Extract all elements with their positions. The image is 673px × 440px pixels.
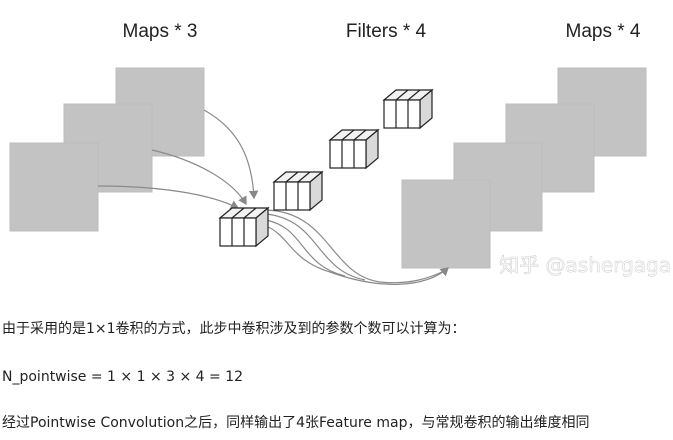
conclusion-paragraph: 经过Pointwise Convolution之后，同样输出了4张Feature… (2, 415, 590, 431)
arrow (265, 213, 366, 281)
input-map (9, 142, 99, 232)
output-map (401, 179, 491, 269)
arrow (265, 219, 346, 277)
input-maps (9, 67, 205, 232)
filter-2 (272, 170, 324, 212)
arrow (97, 185, 240, 210)
watermark: 知乎 @ashergaga (499, 253, 671, 277)
output-maps-label: Maps * 4 (566, 21, 641, 42)
arrow (151, 149, 247, 206)
arrow (265, 209, 447, 284)
filter-1 (218, 206, 270, 248)
arrow (203, 109, 259, 200)
input-maps-label: Maps * 3 (123, 21, 198, 42)
arrow (265, 225, 449, 285)
explanation-paragraph: 由于采用的是1×1卷积的方式，此步中卷积涉及到的参数个数可以计算为： (2, 321, 466, 337)
parameter-formula: N_pointwise = 1 × 1 × 3 × 4 = 12 (2, 369, 244, 385)
pointwise-convolution-figure: Maps * 3 Filters * 4 Maps * 4 (9, 21, 671, 285)
filter-3 (328, 128, 380, 170)
output-arrows (265, 209, 449, 285)
filters-label: Filters * 4 (346, 21, 427, 42)
filter-4 (382, 88, 434, 130)
input-arrows (97, 109, 259, 210)
output-maps (401, 67, 647, 269)
